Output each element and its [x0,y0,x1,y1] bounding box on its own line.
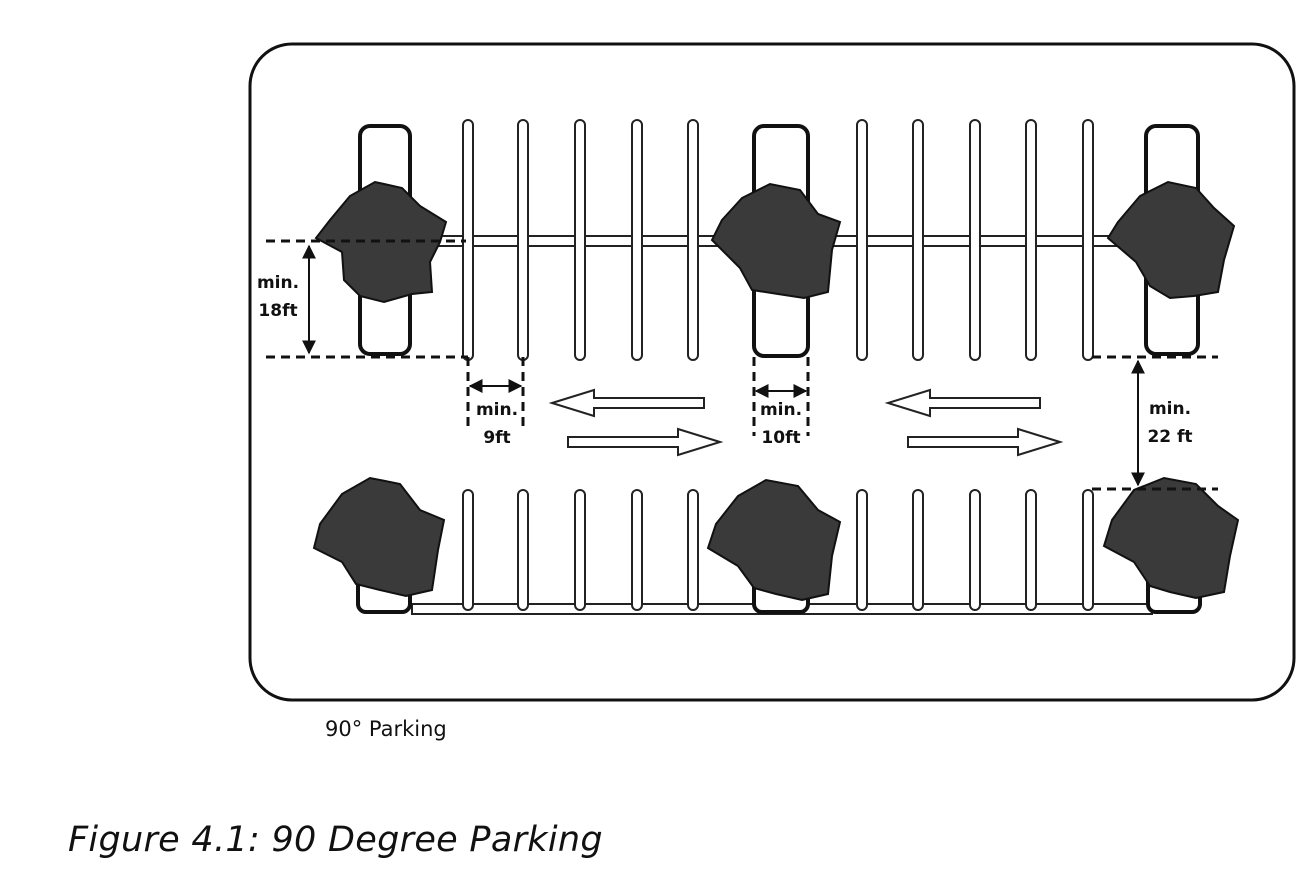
traffic-arrow-left-icon [548,388,705,418]
aisle-width-value: 22 ft [1147,427,1192,447]
diagram-caption: 90° Parking [325,717,447,741]
tree-icon [710,182,842,300]
tree-icon [314,180,448,304]
end-stall-width-value: 10ft [761,428,800,448]
traffic-arrow-right-icon [567,427,724,457]
tree-icon [312,476,446,598]
tree-icon [706,478,842,602]
tree-icon [1102,476,1240,600]
tree-icon [1106,180,1236,300]
stall-width-value: 9ft [483,428,510,448]
stall-depth-label: min. [257,273,299,293]
stall-width-label: min. [476,400,518,420]
end-stall-width-label: min. [760,400,802,420]
traffic-arrow-right-icon [907,427,1064,457]
stall-depth-value: 18ft [258,301,297,321]
aisle-width-label: min. [1149,399,1191,419]
dimension-guides [266,239,1218,491]
traffic-arrow-left-icon [884,388,1041,418]
figure-caption: Figure 4.1: 90 Degree Parking [68,820,603,860]
